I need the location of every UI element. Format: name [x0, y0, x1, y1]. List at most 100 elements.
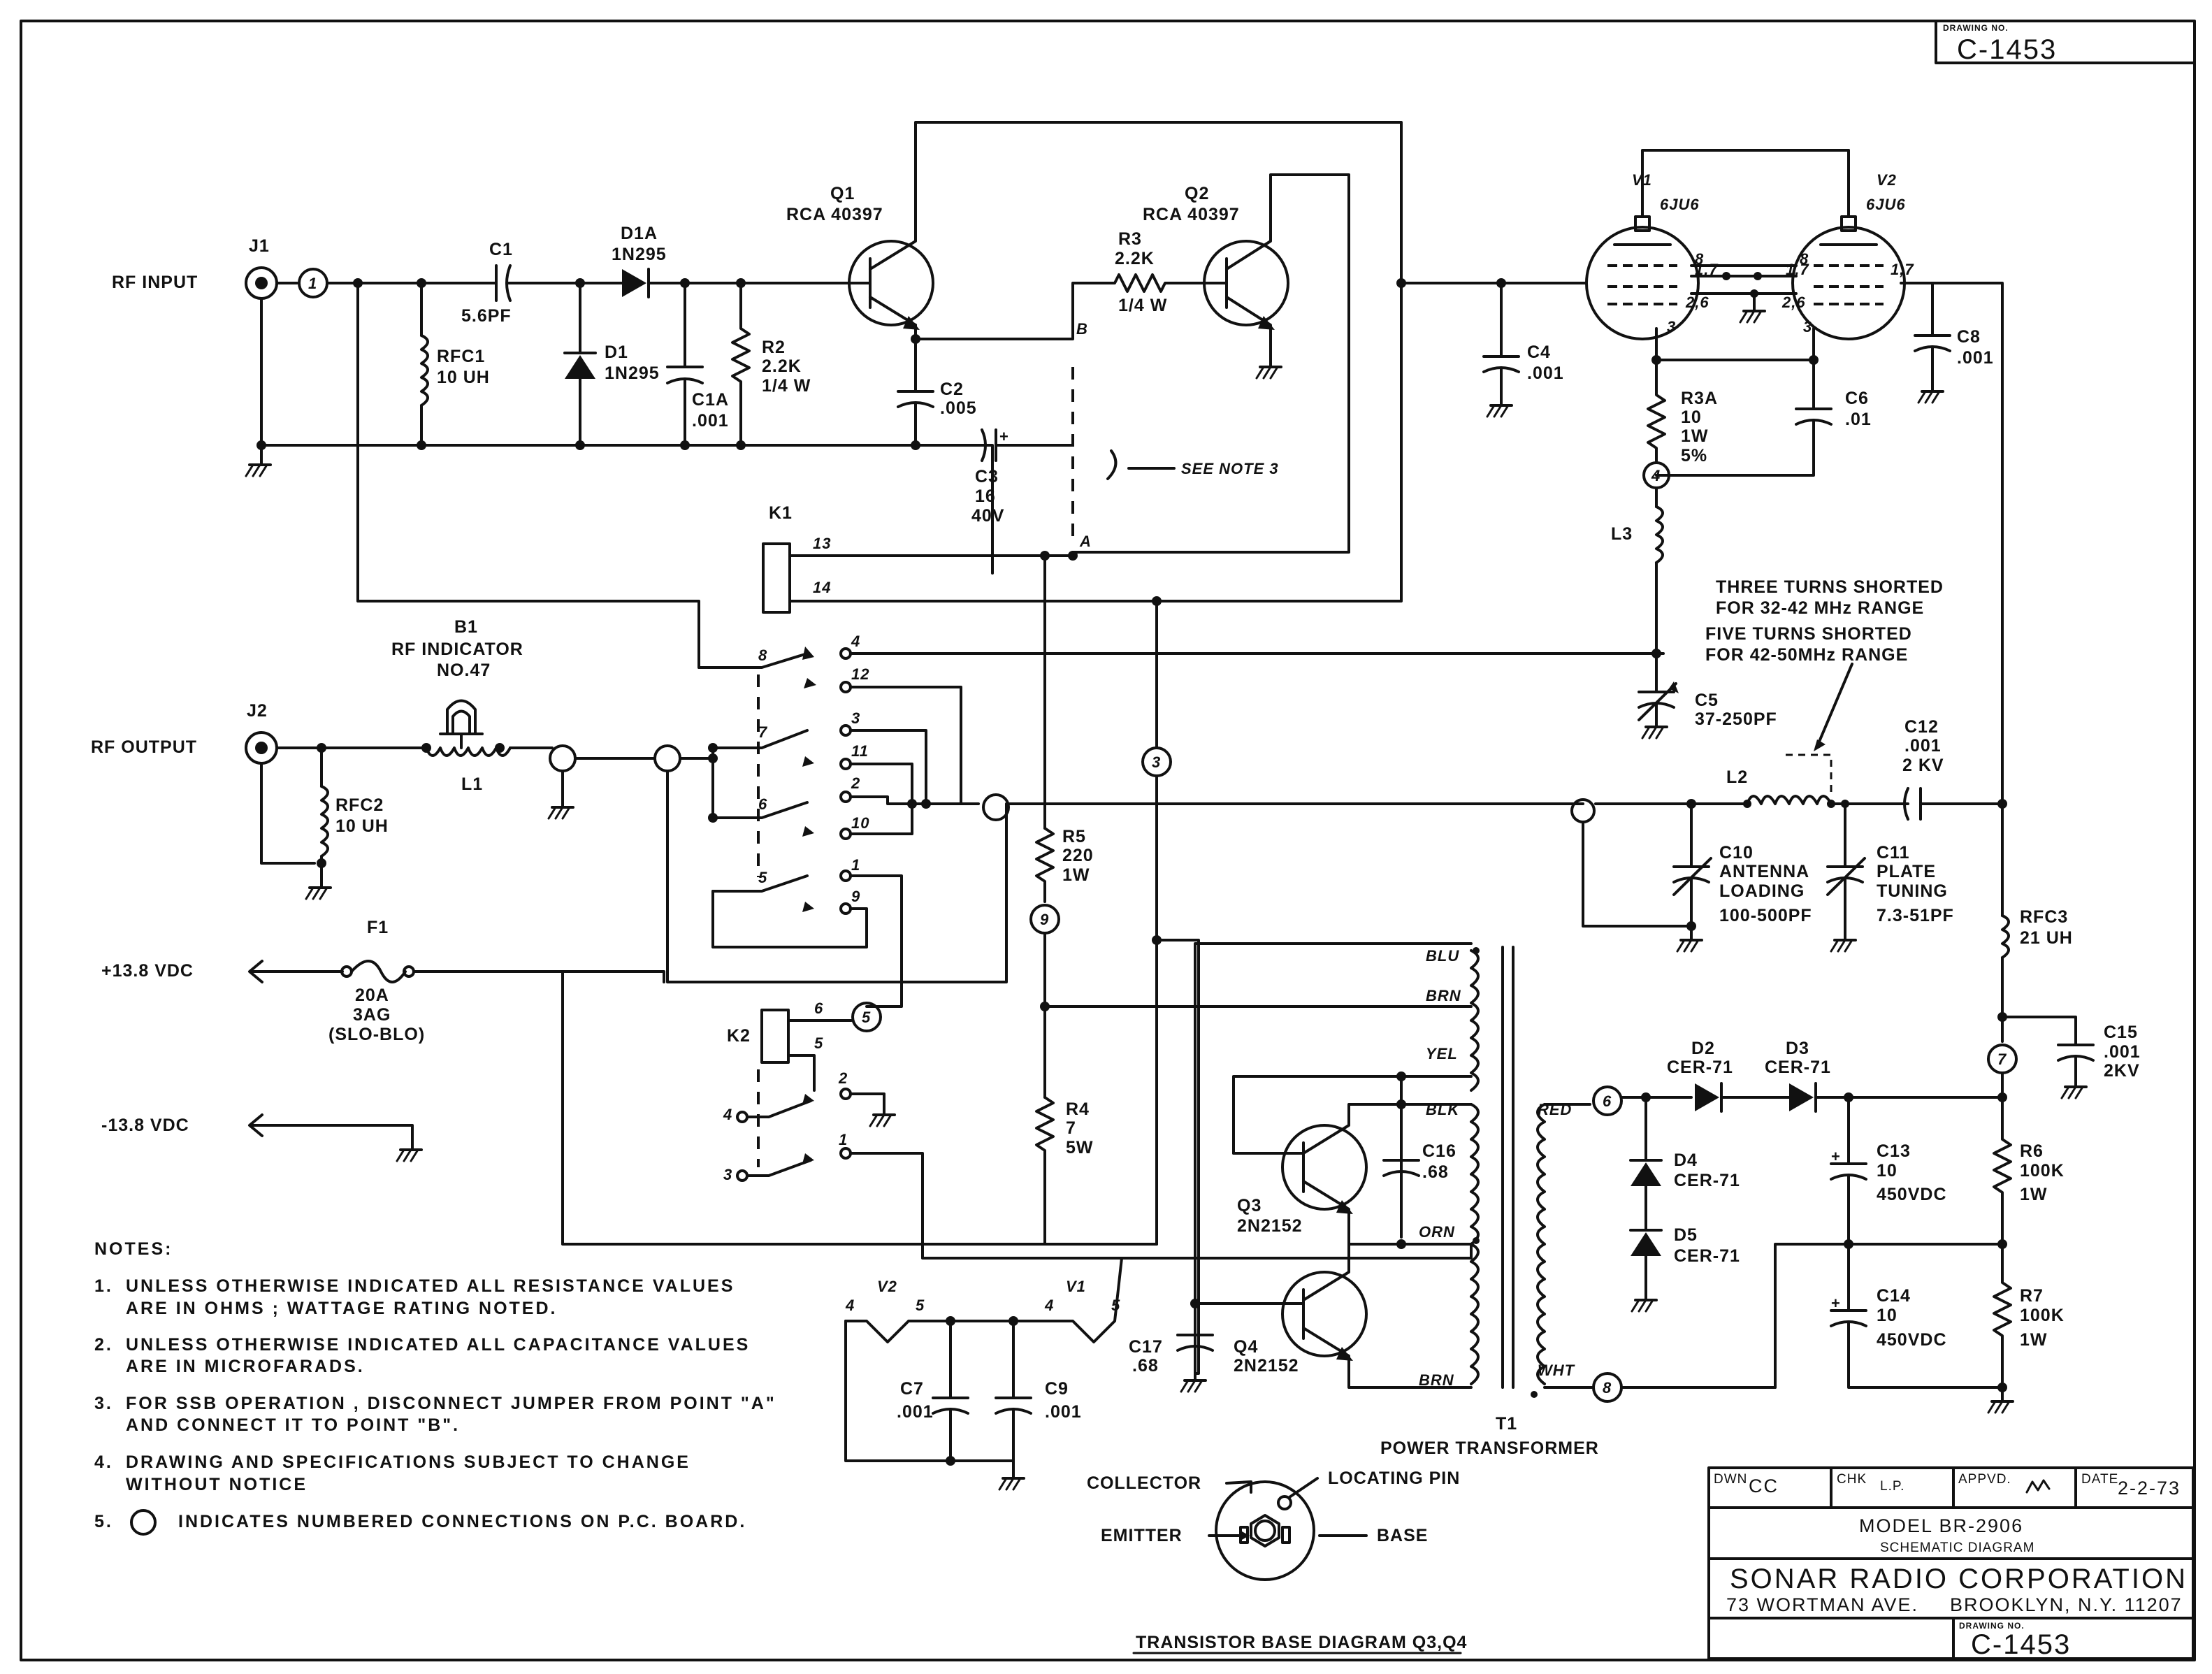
svg-text:4: 4	[851, 633, 860, 650]
svg-text:L1: L1	[461, 774, 483, 794]
svg-text:AND CONNECT IT TO POINT "B".: AND CONNECT IT TO POINT "B".	[126, 1415, 460, 1435]
d4-diode: D4 CER-71	[1629, 1096, 1740, 1232]
svg-text:ORN: ORN	[1419, 1223, 1455, 1241]
j2-label: J2	[247, 701, 268, 721]
svg-text:C3: C3	[975, 467, 999, 486]
d3-diode: D3 CER-71	[1765, 1039, 1831, 1113]
svg-text:3: 3	[1667, 318, 1676, 335]
svg-text:CER-71: CER-71	[1674, 1246, 1740, 1266]
svg-text:10: 10	[1877, 1161, 1897, 1181]
supply-section: +13.8 VDC F1 20A 3AG (SLO-BLO) -13.8 VDC	[101, 918, 665, 1162]
r6-resistor: R6 100K 1W	[1993, 1096, 2064, 1246]
rf-output-section: RF OUTPUT J2 RFC2 10 UH B1 RF INDICATOR …	[91, 617, 1584, 983]
svg-text:NO.47: NO.47	[437, 661, 491, 680]
c10-capacitor: C10 ANTENNA LOADING 100-500PF	[1672, 802, 1812, 953]
coax-connector-1	[547, 744, 577, 820]
rfc1-inductor: RFC1 10 UH	[420, 282, 489, 447]
svg-text:C1: C1	[489, 240, 513, 259]
svg-text:3: 3	[1803, 318, 1812, 335]
c6-capacitor: C6 .01	[1655, 359, 1872, 477]
svg-text:R5: R5	[1062, 827, 1086, 846]
svg-text:TUNING: TUNING	[1877, 881, 1948, 901]
address-city: BROOKLYN, N.Y. 11207	[1950, 1594, 2183, 1615]
svg-text:BRN: BRN	[1426, 987, 1461, 1004]
rf-input-section: RF INPUT J1 1 C1 5.6PF	[112, 121, 1403, 575]
tank-section: L2 C12 .001 2 KV C10 ANTENN	[1570, 282, 2140, 1099]
heater-string: V2 V1 4 5 4 5 C7 .001 C9 .001	[844, 1257, 1123, 1491]
svg-text:20A: 20A	[355, 986, 389, 1005]
svg-text:Q4: Q4	[1234, 1337, 1258, 1357]
svg-text:R3A: R3A	[1681, 389, 1718, 408]
svg-text:D1A: D1A	[621, 224, 658, 243]
svg-text:1N295: 1N295	[605, 363, 660, 383]
svg-text:37-250PF: 37-250PF	[1695, 709, 1777, 729]
power-supply-section: BLU BRN YEL BLK ORN BRN T1 POWER TRANSFO…	[1129, 942, 2064, 1458]
svg-text:3AG: 3AG	[353, 1005, 391, 1025]
base-diagram-caption: TRANSISTOR BASE DIAGRAM Q3,Q4	[1136, 1633, 1467, 1652]
svg-text:12: 12	[851, 665, 869, 683]
svg-text:1W: 1W	[1062, 865, 1090, 885]
j2-connector	[245, 731, 278, 765]
emitter-label: EMITTER	[1101, 1526, 1183, 1545]
svg-text:RFC2: RFC2	[335, 795, 384, 815]
svg-text:C7: C7	[900, 1379, 924, 1399]
q2-transistor: Q2 RCA 40397	[1071, 173, 1350, 554]
pcb-point-5: 5	[851, 1002, 882, 1032]
svg-text:11: 11	[851, 742, 869, 760]
svg-text:.001: .001	[1904, 736, 1942, 756]
svg-text:C12: C12	[1904, 717, 1939, 737]
svg-text:D2: D2	[1691, 1039, 1715, 1058]
svg-text:K2: K2	[727, 1026, 751, 1046]
collector-label: COLLECTOR	[1087, 1473, 1201, 1493]
pcb-point-8: 8	[1592, 1372, 1623, 1403]
svg-text:4.: 4.	[94, 1452, 113, 1472]
svg-text:WHT: WHT	[1538, 1362, 1575, 1379]
c5-capacitor: C5 37-250PF	[1638, 681, 1777, 739]
svg-text:UNLESS OTHERWISE INDICATED ALL: UNLESS OTHERWISE INDICATED ALL CAPACITAN…	[126, 1335, 750, 1355]
svg-text:10: 10	[1681, 407, 1702, 427]
svg-text:3.: 3.	[94, 1394, 113, 1413]
svg-text:2.2K: 2.2K	[762, 356, 802, 376]
svg-text:CER-71: CER-71	[1674, 1171, 1740, 1190]
drawing-no-top: C-1453	[1957, 34, 2057, 65]
r3a-resistor: R3A 10 1W 5%	[1647, 359, 1718, 466]
svg-text:R7: R7	[2020, 1286, 2044, 1306]
svg-text:C15: C15	[2104, 1023, 2138, 1042]
c8-capacitor: C8 .001	[1914, 327, 1994, 404]
d1a-diode: D1A 1N295	[579, 224, 846, 298]
svg-text:Q1: Q1	[830, 184, 855, 203]
svg-text:V2: V2	[1877, 171, 1897, 189]
rf-input-label: RF INPUT	[112, 273, 198, 292]
c12-capacitor: C12 .001 2 KV	[1902, 717, 2004, 821]
notes-header: NOTES:	[94, 1239, 173, 1259]
svg-text:C6: C6	[1845, 389, 1869, 408]
appvd-label: APPVD.	[1958, 1472, 2011, 1487]
svg-text:10: 10	[1877, 1306, 1897, 1325]
svg-text:40V: 40V	[971, 506, 1004, 526]
c11-capacitor: C11 PLATE TUNING 7.3-51PF	[1826, 802, 1953, 953]
svg-text:5W: 5W	[1066, 1138, 1094, 1157]
sheet-border	[20, 20, 2196, 1661]
l3-inductor: L3	[1611, 486, 1664, 693]
svg-text:.005: .005	[940, 398, 977, 418]
svg-text:16: 16	[975, 486, 996, 506]
notes-block: NOTES: 1. UNLESS OTHERWISE INDICATED ALL…	[94, 1239, 774, 1536]
svg-text:100-500PF: 100-500PF	[1719, 906, 1812, 925]
svg-text:C9: C9	[1045, 1379, 1069, 1399]
svg-text:V2: V2	[877, 1278, 897, 1295]
svg-text:ARE IN OHMS ; WATTAGE RATING N: ARE IN OHMS ; WATTAGE RATING NOTED.	[126, 1299, 557, 1318]
svg-text:4: 4	[723, 1106, 732, 1123]
coax-connector-3	[982, 793, 1010, 821]
r3-resistor: R3 2.2K 1/4 W	[1071, 229, 1228, 337]
base-label: BASE	[1377, 1526, 1428, 1545]
svg-text:.01: .01	[1845, 410, 1872, 429]
svg-text:8: 8	[1603, 1379, 1612, 1397]
svg-text:.001: .001	[1957, 348, 1994, 368]
svg-text:2,6: 2,6	[1685, 294, 1709, 311]
svg-text:R6: R6	[2020, 1141, 2044, 1161]
svg-text:220: 220	[1062, 846, 1094, 865]
svg-text:UNLESS OTHERWISE INDICATED ALL: UNLESS OTHERWISE INDICATED ALL RESISTANC…	[126, 1276, 735, 1296]
svg-text:CER-71: CER-71	[1765, 1058, 1831, 1077]
svg-text:RCA 40397: RCA 40397	[1143, 205, 1240, 224]
